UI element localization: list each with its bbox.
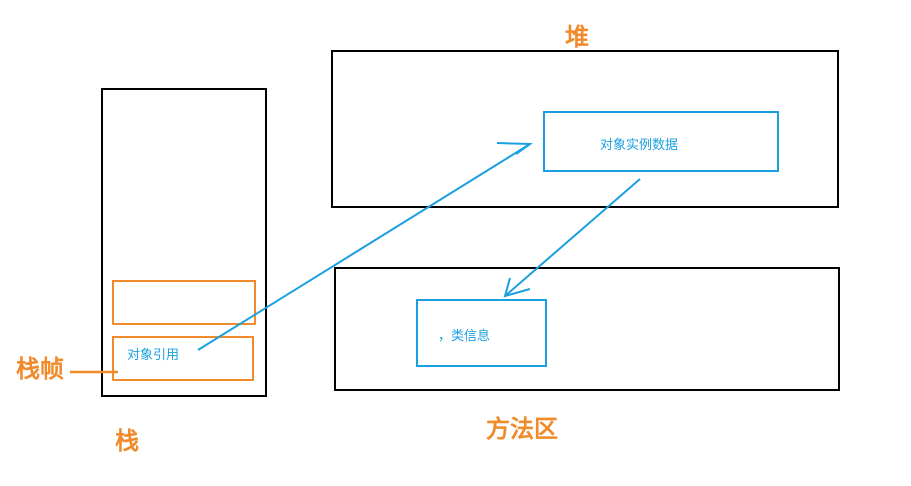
stack-frame-object-reference — [112, 336, 254, 381]
stack-label: 栈 — [115, 427, 139, 455]
method-area-label: 方法区 — [486, 415, 558, 443]
class-info-label: ，类信息 — [438, 329, 491, 344]
object-instance-data-box — [543, 111, 779, 172]
method-area-box — [334, 267, 840, 391]
object-reference-label: 对象引用 — [127, 348, 180, 363]
stack-frame-slot-upper — [112, 280, 256, 325]
stack-frame-label: 栈帧 — [16, 355, 64, 383]
object-instance-data-label: 对象实例数据 — [600, 138, 679, 153]
heap-label: 堆 — [565, 23, 589, 51]
